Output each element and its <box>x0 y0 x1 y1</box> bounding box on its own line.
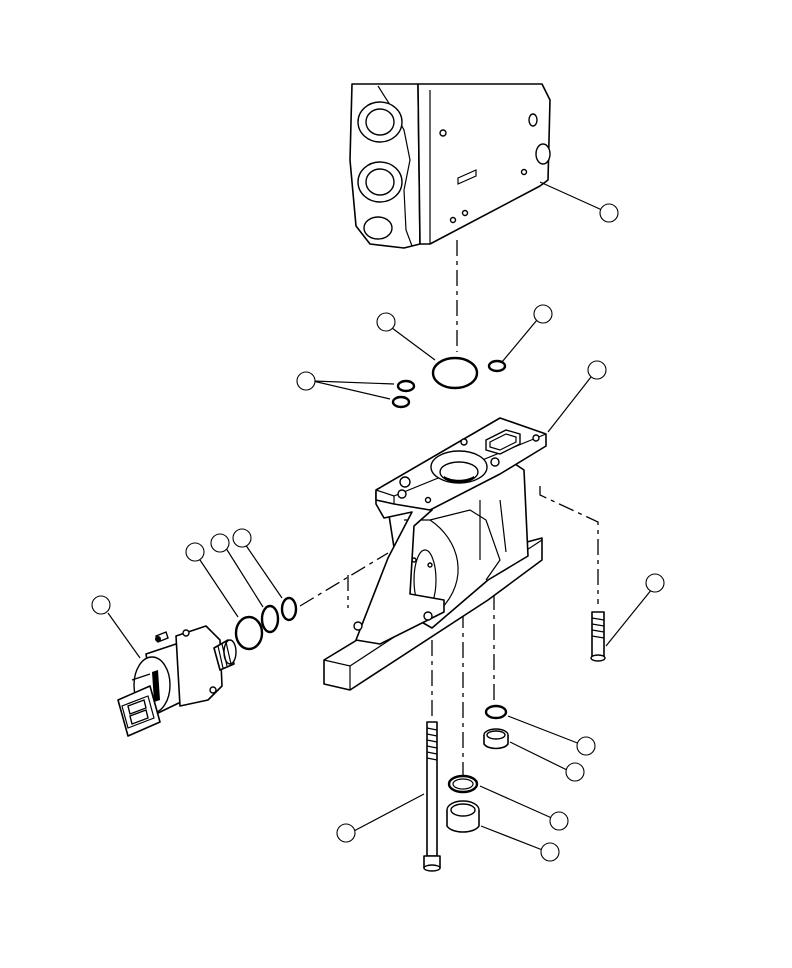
fasteners-and-plugs <box>423 611 606 872</box>
callout-bubble <box>91 595 111 615</box>
callout-bubble <box>587 360 607 380</box>
callout-bubble <box>549 811 569 831</box>
callout-bubbles <box>91 203 665 862</box>
callout-bubble <box>210 533 230 553</box>
callout-bubble <box>645 573 665 593</box>
callout-bubble <box>336 823 356 843</box>
callout-bubble <box>599 203 619 223</box>
callout-bubble <box>576 736 596 756</box>
mounting-block <box>323 417 547 691</box>
callout-bubble <box>540 842 560 862</box>
callout-bubble <box>565 762 585 782</box>
callout-bubble <box>185 542 205 562</box>
callout-bubble <box>376 312 396 332</box>
solenoid-valve <box>117 596 298 737</box>
callout-bubble <box>533 304 553 324</box>
seal-rings-upper <box>391 356 507 409</box>
assembly-centerlines <box>299 240 599 776</box>
valve-body-section <box>349 83 551 249</box>
leader-lines <box>107 181 653 852</box>
callout-bubble <box>232 528 252 548</box>
callout-bubble <box>296 371 316 391</box>
